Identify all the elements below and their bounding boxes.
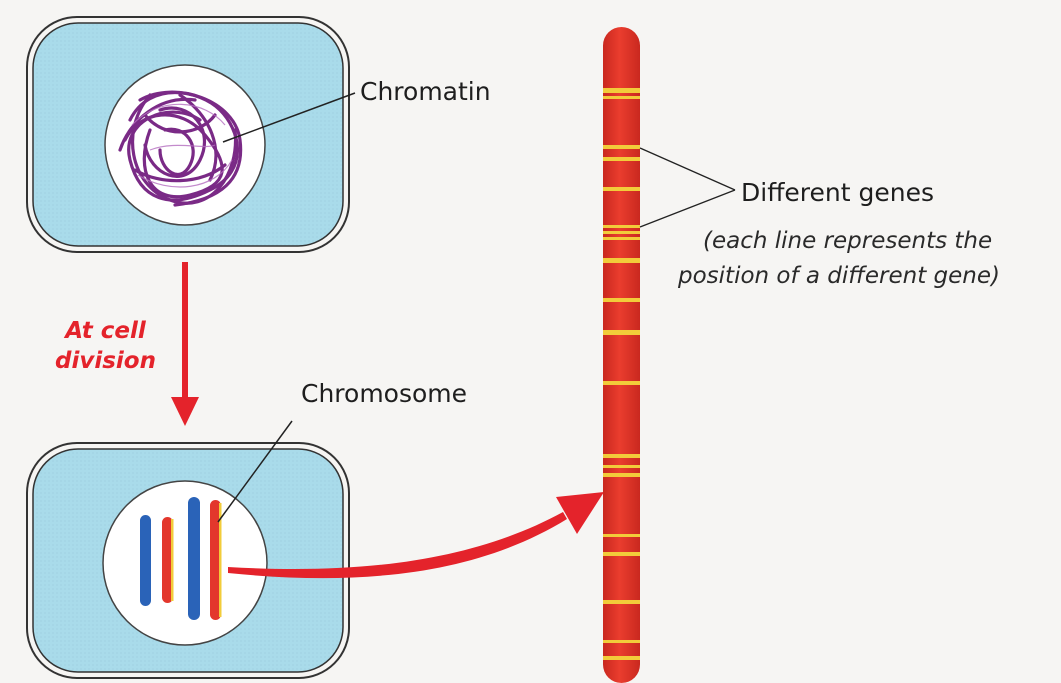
chromosome-red-2 bbox=[210, 500, 222, 620]
chromosome-blue-1 bbox=[140, 515, 151, 606]
enlarged-chromosome bbox=[603, 27, 640, 683]
chromosome-blue-2 bbox=[188, 497, 200, 620]
genes-note-line2: position of a different gene) bbox=[678, 262, 1000, 290]
dividing-nucleus bbox=[103, 481, 267, 645]
genes-note-line1: (each line represents the bbox=[703, 227, 992, 255]
arrow-label: At cell division bbox=[55, 316, 156, 376]
different-genes-label: Different genes bbox=[741, 178, 934, 208]
arrow-label-line1: At cell bbox=[65, 318, 146, 344]
chromosome-red-1 bbox=[162, 517, 174, 603]
dividing-cell bbox=[27, 443, 349, 678]
arrow-label-line2: division bbox=[55, 348, 156, 374]
chromosome-label: Chromosome bbox=[301, 379, 467, 409]
chromatin-label: Chromatin bbox=[360, 77, 491, 107]
cell-division-arrow bbox=[171, 262, 199, 426]
interphase-cell bbox=[27, 17, 349, 252]
genes-pointer-lines bbox=[640, 148, 735, 227]
